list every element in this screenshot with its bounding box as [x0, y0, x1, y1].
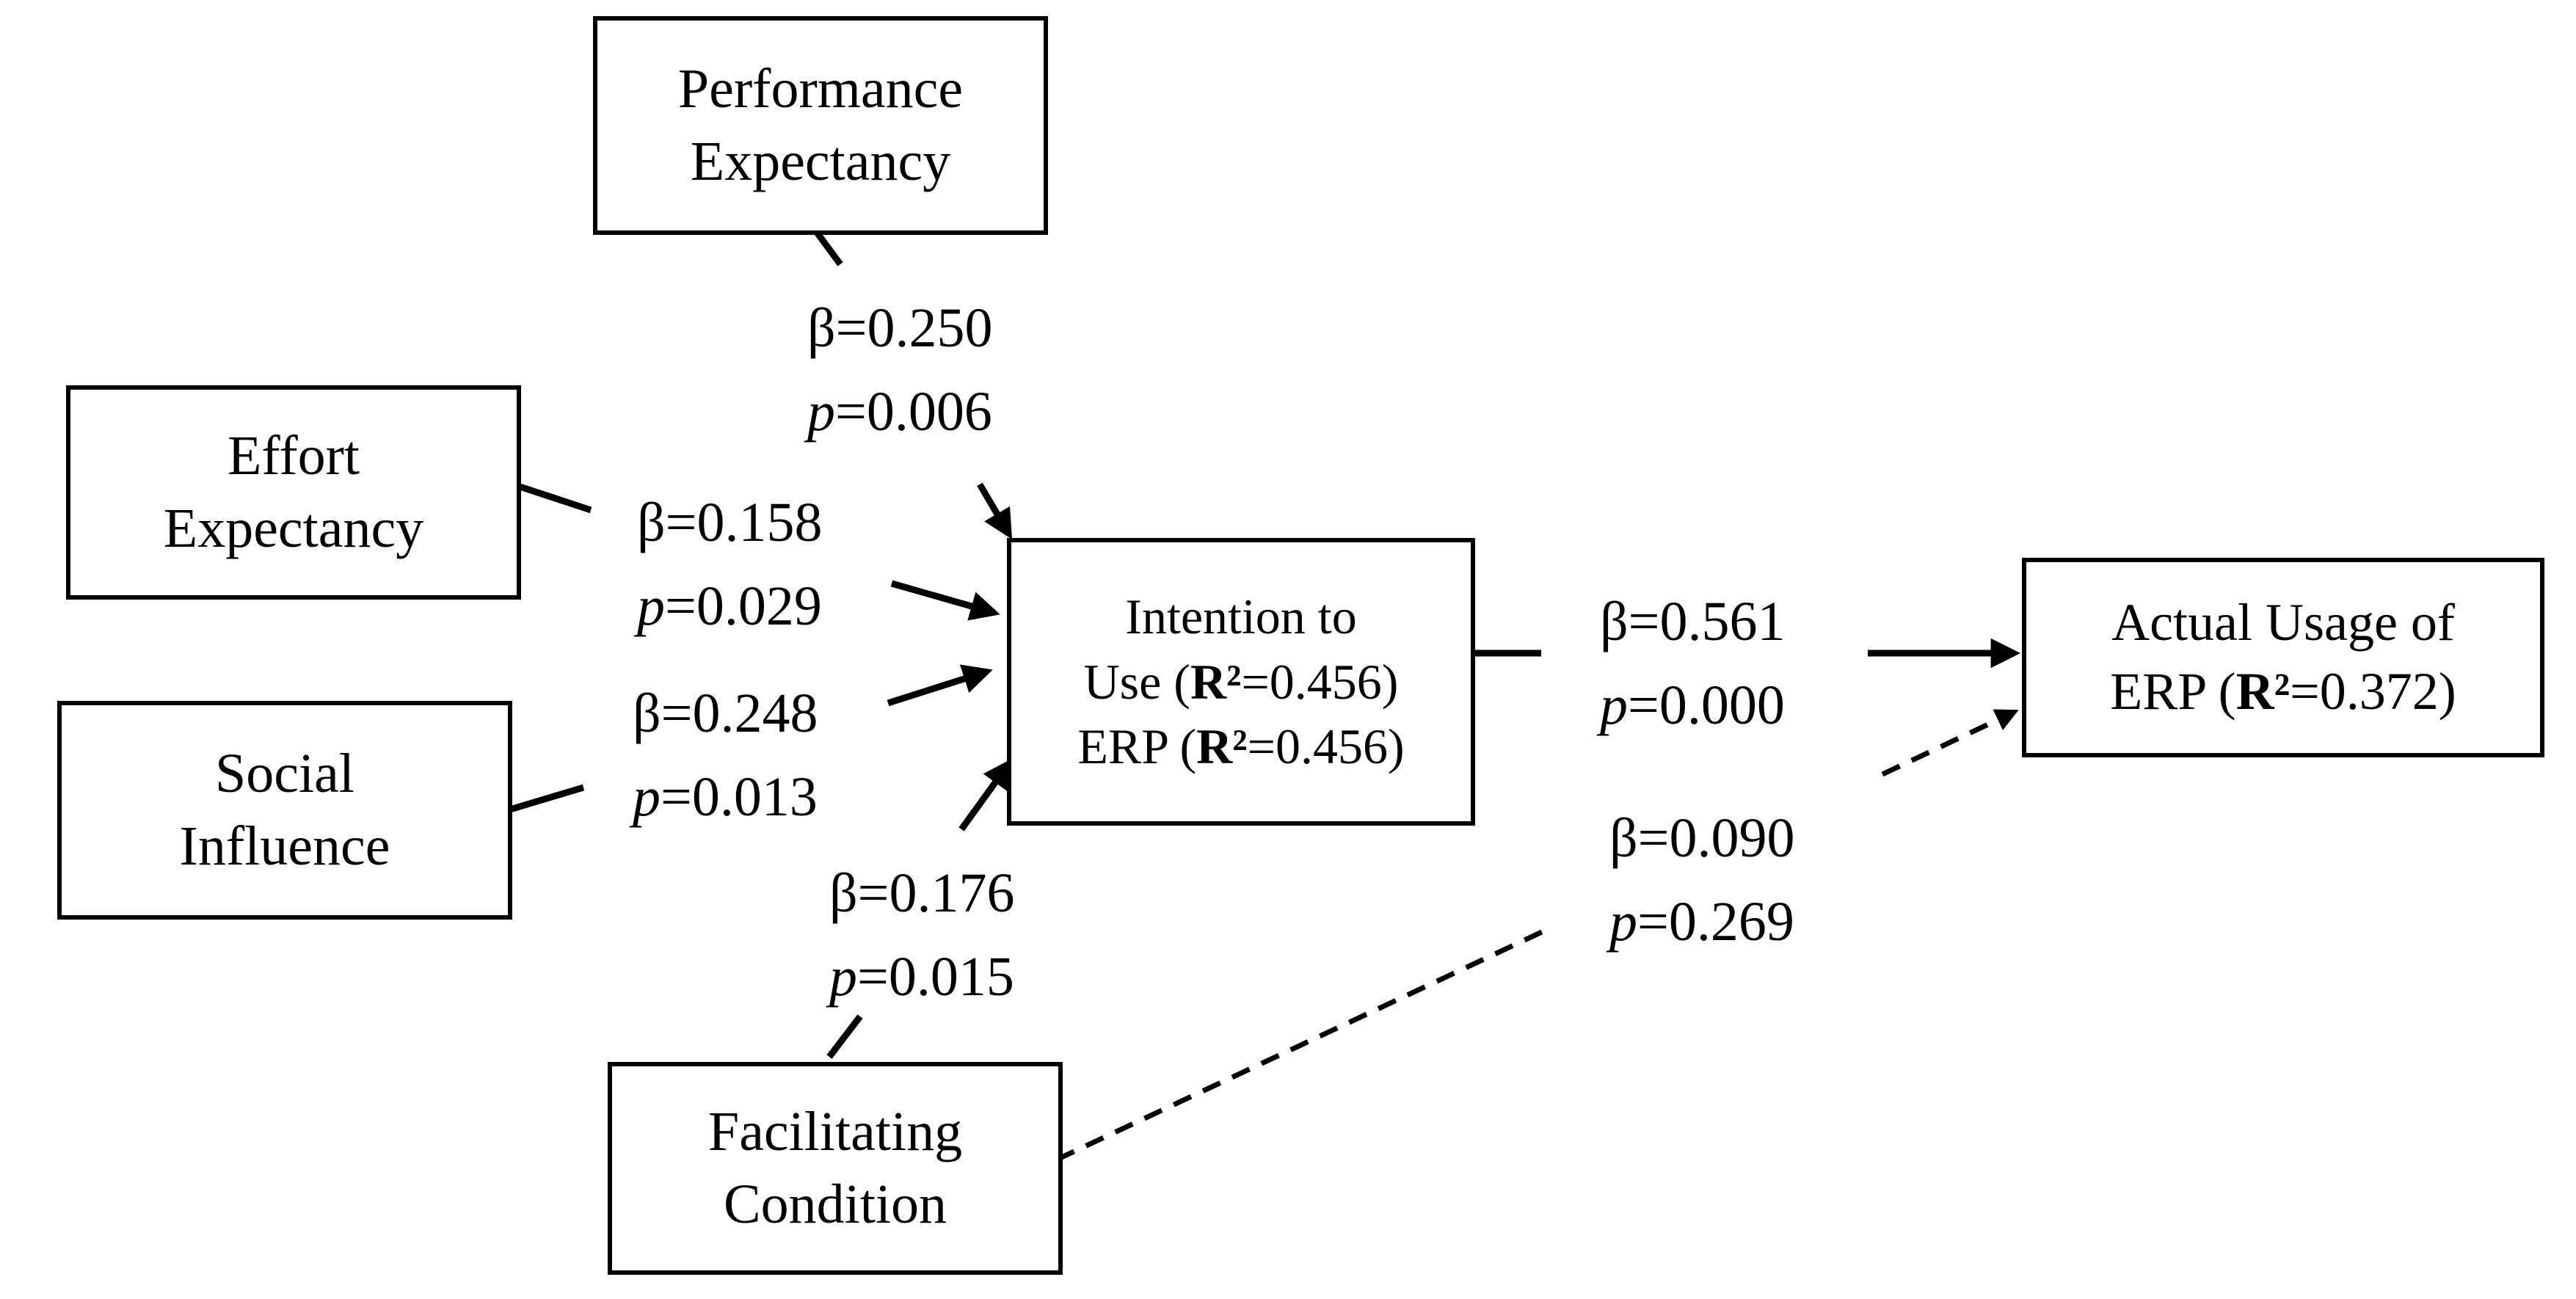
node-label: Actual Usage of [2111, 593, 2455, 652]
arrow-facilitating-to-intention [826, 758, 1013, 1059]
beta-value: β=0.250 [807, 297, 993, 359]
beta-value: β=0.158 [637, 492, 823, 553]
node-social-influence: Social Influence [57, 701, 512, 920]
node-label: Performance [677, 58, 964, 120]
p-value: p=0.000 [1600, 674, 1785, 736]
p-value: p=0.015 [829, 946, 1014, 1008]
beta-value: β=0.248 [633, 683, 818, 744]
node-actual-usage: Actual Usage of ERP (R²=0.372) [2022, 558, 2544, 757]
node-facilitating-condition: Facilitating Condition [608, 1062, 1063, 1275]
beta-value: β=0.561 [1600, 591, 1786, 652]
beta-value: β=0.176 [829, 862, 1015, 924]
node-label: Condition [723, 1174, 947, 1235]
beta-value: β=0.090 [1609, 807, 1795, 869]
p-value: p=0.006 [807, 381, 992, 443]
node-label: Influence [179, 815, 390, 877]
node-label: Use (R²=0.456) [1083, 653, 1399, 710]
p-value: p=0.029 [637, 575, 822, 637]
node-label: Expectancy [163, 498, 424, 559]
node-label: ERP (R²=0.372) [2110, 662, 2456, 721]
arrow-facilitating-to-actual [1055, 709, 2019, 1162]
p-value: p=0.013 [633, 766, 818, 828]
path-label-facilitating: β=0.176 p=0.015 [829, 851, 1015, 1019]
path-label-social: β=0.248 p=0.013 [633, 672, 818, 839]
node-label: Expectancy [690, 131, 951, 192]
path-label-performance: β=0.250 p=0.006 [807, 286, 993, 454]
path-label-intention-actual: β=0.561 p=0.000 [1600, 580, 1786, 747]
path-label-effort: β=0.158 p=0.029 [637, 481, 823, 648]
node-label: Facilitating [707, 1101, 963, 1163]
p-value: p=0.269 [1609, 891, 1794, 953]
path-label-facilitating-actual: β=0.090 p=0.269 [1609, 796, 1795, 964]
node-effort-expectancy: Effort Expectancy [66, 385, 521, 600]
node-label: Effort [227, 425, 360, 487]
node-label: Social [215, 743, 354, 805]
node-label: Intention to [1125, 589, 1357, 645]
node-label: ERP (R²=0.456) [1077, 718, 1405, 775]
arrow-effort-to-intention [518, 483, 1000, 621]
node-intention-to-use: Intention to Use (R²=0.456) ERP (R²=0.45… [1007, 538, 1475, 826]
arrow-social-to-intention [509, 664, 993, 813]
node-performance-expectancy: Performance Expectancy [593, 16, 1048, 235]
